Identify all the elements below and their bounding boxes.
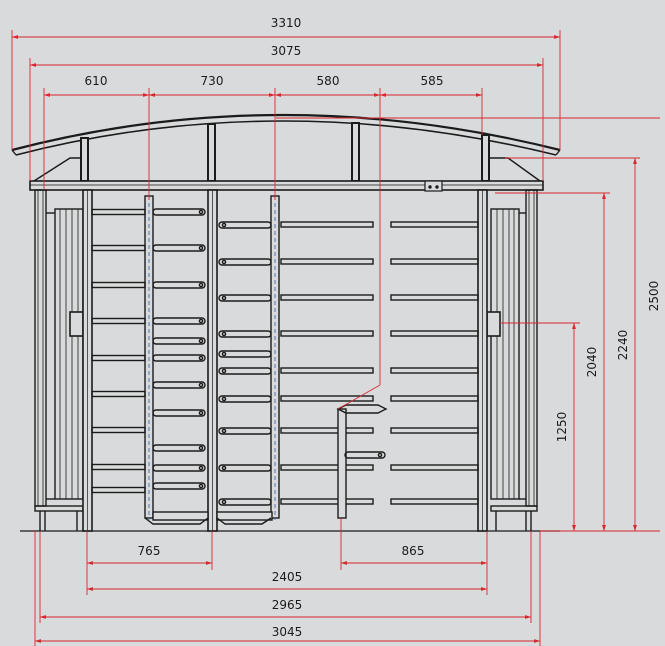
dim-bottom-765: 765 bbox=[138, 544, 161, 558]
dim-right-2040: 2040 bbox=[585, 347, 599, 378]
dim-right-2240: 2240 bbox=[616, 330, 630, 361]
left-rotor-arms-east bbox=[152, 208, 206, 490]
top-frame-beam bbox=[29, 157, 544, 192]
left-rotor-arms-west bbox=[91, 208, 146, 494]
dim-bottom-3045: 3045 bbox=[272, 625, 303, 639]
dim-bottom-2405: 2405 bbox=[272, 570, 303, 584]
dim-right-1250: 1250 bbox=[555, 412, 569, 443]
dim-top-seg-4: 585 bbox=[421, 74, 444, 88]
dimension-lines bbox=[11, 30, 660, 646]
central-rotor-stub bbox=[336, 404, 388, 519]
dim-right-2500: 2500 bbox=[647, 281, 661, 312]
left-rotor-arms-center bbox=[218, 221, 272, 506]
dim-bottom-2965: 2965 bbox=[272, 598, 303, 612]
dim-bottom-865: 865 bbox=[402, 544, 425, 558]
dim-top-overall: 3310 bbox=[271, 16, 302, 30]
right-rotor-arms-right bbox=[390, 221, 479, 505]
dim-top-roof: 3075 bbox=[271, 44, 302, 58]
right-rotor-arms-left bbox=[280, 221, 374, 505]
rotor-axis-lines bbox=[148, 196, 276, 520]
dim-top-seg-2: 730 bbox=[201, 74, 224, 88]
dim-top-seg-1: 610 bbox=[85, 74, 108, 88]
dimension-labels: 3310 3075 610 730 580 585 1250 2040 2240… bbox=[85, 16, 661, 639]
roof-supports bbox=[80, 122, 490, 182]
canopy-roof bbox=[11, 113, 561, 156]
right-gate-frame bbox=[486, 189, 538, 531]
dim-top-seg-3: 580 bbox=[317, 74, 340, 88]
turnstile-structure bbox=[11, 113, 561, 532]
left-gate-frame bbox=[34, 189, 84, 531]
